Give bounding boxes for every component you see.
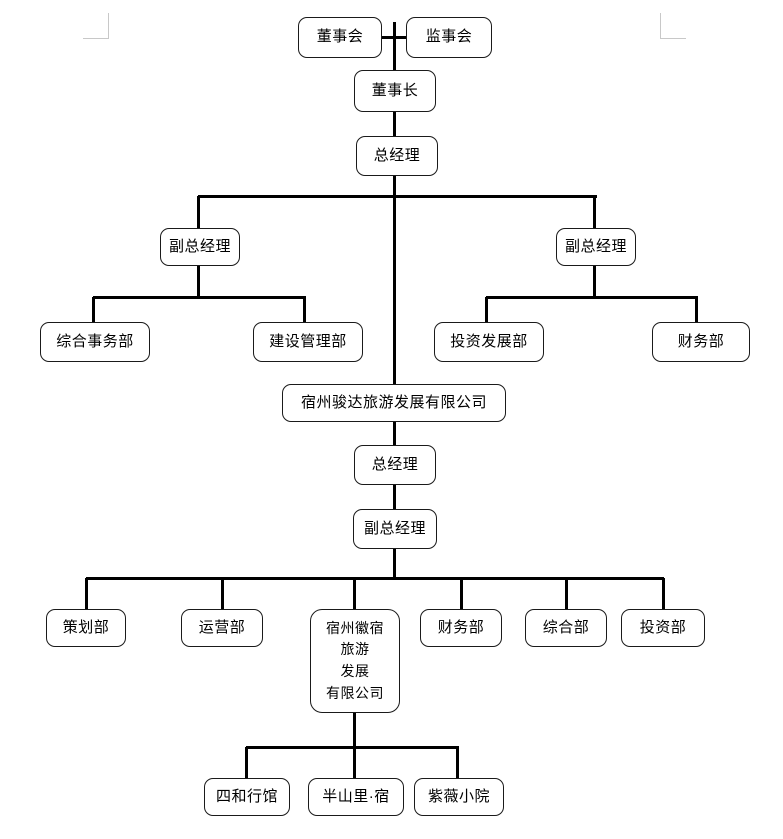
connector-drop-plan [85,578,88,611]
org-node-dept-construct[interactable]: 建设管理部 [253,322,363,362]
connector-hs-stem [353,713,356,749]
org-node-dept-general[interactable]: 综合事务部 [40,322,150,362]
connector-spine-board-chairman [393,22,396,71]
org-node-dgm-left[interactable]: 副总经理 [160,228,240,266]
org-node-company-jd[interactable]: 宿州骏达旅游发展有限公司 [282,384,506,422]
org-node-dept-invest[interactable]: 投资部 [621,609,705,647]
org-node-dept-plan[interactable]: 策划部 [46,609,126,647]
org-node-supervisors[interactable]: 监事会 [406,17,492,58]
connector-drop-sihe [245,747,248,780]
connector-drop-ziwei [456,747,459,780]
corner-mark-vertical [108,13,109,39]
corner-mark-horizontal [83,38,109,39]
corner-mark-top-left [83,13,109,39]
connector-dept-finance-top-drop [695,297,698,324]
org-node-hotel-banshan[interactable]: 半山里·宿 [308,778,404,816]
connector-company-to-gmsub [393,422,396,447]
connector-level3-bar [86,577,664,580]
connector-dgm-right-drop [593,196,596,229]
org-node-dgm-sub[interactable]: 副总经理 [353,509,437,549]
corner-mark-horizontal [660,38,686,39]
org-node-board[interactable]: 董事会 [298,17,382,58]
org-node-chairman[interactable]: 董事长 [354,70,436,112]
org-node-company-hs[interactable]: 宿州徽宿 旅游 发展 有限公司 [310,609,400,713]
connector-gm-spine-down [393,176,396,385]
org-node-gm-top[interactable]: 总经理 [356,136,438,176]
connector-gmsub-to-dgmsub [393,485,396,511]
connector-level4-bar [246,746,459,749]
connector-dgm-right-stem [593,266,596,299]
connector-drop-banshan [353,747,356,780]
connector-level2-bar [198,195,597,198]
connector-chairman-to-gm [393,112,396,137]
connector-dept-general-drop [92,297,95,324]
org-node-hotel-sihe[interactable]: 四和行馆 [204,778,290,816]
org-node-hotel-ziwei[interactable]: 紫薇小院 [414,778,504,816]
corner-mark-vertical [660,13,661,39]
connector-dept-invest-dev-drop [485,297,488,324]
org-node-dept-comprehen[interactable]: 综合部 [525,609,607,647]
org-node-dept-operate[interactable]: 运营部 [181,609,263,647]
connector-drop-comprehensive [565,578,568,611]
connector-dgm-left-bar [93,296,306,299]
connector-dgm-right-bar [486,296,698,299]
connector-drop-invest [662,578,665,611]
org-node-gm-sub[interactable]: 总经理 [354,445,436,485]
org-node-dept-invest-dev[interactable]: 投资发展部 [434,322,544,362]
connector-dgmsub-stem [393,549,396,580]
org-node-dgm-right[interactable]: 副总经理 [556,228,636,266]
corner-mark-top-right [660,13,686,39]
connector-drop-company-hs [353,578,356,611]
org-node-dept-finance-top[interactable]: 财务部 [652,322,750,362]
connector-dept-construct-drop [303,297,306,324]
connector-dgm-left-drop [197,196,200,229]
connector-dgm-left-stem [197,266,200,299]
connector-drop-finance-sub [460,578,463,611]
connector-drop-operate [221,578,224,611]
org-node-dept-finance-sub[interactable]: 财务部 [420,609,502,647]
